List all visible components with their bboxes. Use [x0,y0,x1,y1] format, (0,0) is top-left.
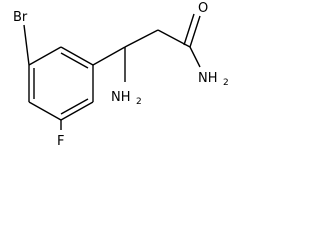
benzene-ring [28,46,94,121]
fluorine-label: F [57,134,64,149]
ring-bond-c4-c5 [28,101,62,121]
oxygen-label: O [198,1,208,16]
ring-double-bond-inner-2 [60,98,89,115]
amide-subscript: 2 [223,78,229,88]
amine-subscript: 2 [136,97,142,107]
ring-bond-c6-c1 [28,46,62,66]
bond-ring-br [23,24,30,66]
amine-nitrogen-label: NH [111,90,131,105]
bond-carbonyl-amide [189,46,201,68]
bond-ring-chain [92,46,126,66]
bond-carbonyl-o-1 [189,15,201,48]
bond-carbonyl-o-2 [183,13,195,46]
bond-ch2-carbonyl [157,29,191,48]
structure-diagram: Br F O NH 2 NH 2 [13,1,229,149]
ring-bond-c3-c4 [60,101,94,121]
amide-nitrogen-label: NH [198,71,218,86]
ring-bond-c1-c2 [60,46,94,66]
ring-double-bond-inner-1 [60,52,89,69]
bromine-label: Br [13,10,28,25]
bond-chain-ch2 [124,29,159,48]
